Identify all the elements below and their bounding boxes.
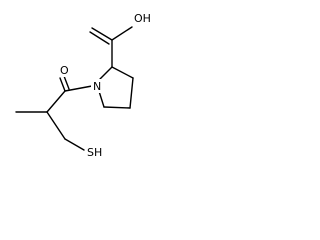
ring-n-label: N	[93, 80, 101, 93]
n-label-mask	[91, 79, 103, 93]
bond-ch-ch2	[46, 111, 66, 140]
bond-n-c2	[99, 66, 113, 80]
bond-n-carbonyl	[64, 85, 93, 92]
bond-cooh-oh	[111, 26, 133, 41]
bond-cooh-double-o-2	[89, 31, 110, 45]
bond-carbonyl-double-o-2	[63, 75, 70, 90]
bond-cooh-double-o-1	[91, 27, 113, 41]
bond-carbonyl-ch	[46, 90, 66, 113]
bond-c2-c3	[111, 66, 134, 79]
carboxyl-oh-label: OH	[134, 12, 151, 25]
bond-ch2-sh	[64, 138, 85, 151]
oh-label-mask	[132, 11, 152, 25]
bond-carbonyl-double-o-1	[59, 77, 66, 92]
o-label-mask	[58, 63, 70, 77]
bond-c4-c5	[103, 106, 131, 109]
thiol-label: SH	[87, 146, 102, 159]
molecule-canvas: OH O N SH	[0, 0, 167, 185]
structure-diagram: OH O N SH	[15, 11, 152, 159]
sh-label-mask	[85, 145, 107, 159]
bond-c3-c4	[129, 77, 134, 109]
ketone-o-label: O	[60, 64, 69, 77]
